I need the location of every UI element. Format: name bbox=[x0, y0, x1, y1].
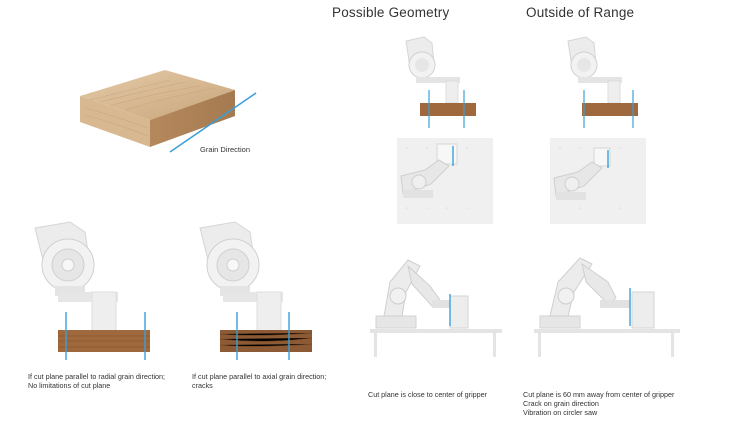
top-view-outside bbox=[550, 138, 646, 224]
caption-line: Crack on grain direction bbox=[523, 399, 599, 408]
robot-radial-illustration bbox=[34, 221, 150, 360]
robot-axial-illustration bbox=[199, 221, 313, 360]
wood-side-face bbox=[150, 90, 235, 147]
wood-plank bbox=[420, 103, 476, 116]
side-view-outside bbox=[534, 257, 680, 357]
wood-plank bbox=[582, 103, 638, 116]
side-view-possible bbox=[370, 259, 502, 357]
caption-line: Vibration on circler saw bbox=[523, 408, 598, 417]
robot-possible-top bbox=[405, 36, 476, 128]
top-view-possible bbox=[397, 138, 493, 224]
caption-far: Cut plane is 60 mm away from center of g… bbox=[523, 390, 674, 417]
caption-line: cracks bbox=[192, 381, 213, 390]
heading-possible-geometry: Possible Geometry bbox=[332, 5, 450, 20]
grain-direction-line bbox=[169, 92, 257, 153]
wood-front-face bbox=[80, 96, 150, 147]
caption-line: If cut plane parallel to radial grain di… bbox=[28, 372, 166, 381]
wood-block-illustration bbox=[80, 70, 257, 153]
caption-line: Cut plane is 60 mm away from center of g… bbox=[523, 390, 675, 399]
caption-axial: If cut plane parallel to axial grain dir… bbox=[192, 372, 326, 390]
caption-line: If cut plane parallel to axial grain dir… bbox=[192, 372, 327, 381]
caption-close: Cut plane is close to center of gripper bbox=[368, 390, 487, 399]
heading-outside-of-range: Outside of Range bbox=[526, 5, 635, 20]
robot-outside-top bbox=[567, 36, 638, 128]
wood-top-face bbox=[80, 70, 235, 120]
table-top bbox=[534, 329, 680, 333]
caption-line: Cut plane is close to center of gripper bbox=[368, 390, 488, 399]
table-top bbox=[370, 329, 502, 333]
caption-radial: If cut plane parallel to radial grain di… bbox=[28, 372, 165, 390]
caption-line: No limitations of cut plane bbox=[28, 381, 111, 390]
grain-direction-label: Grain Direction bbox=[200, 145, 251, 154]
